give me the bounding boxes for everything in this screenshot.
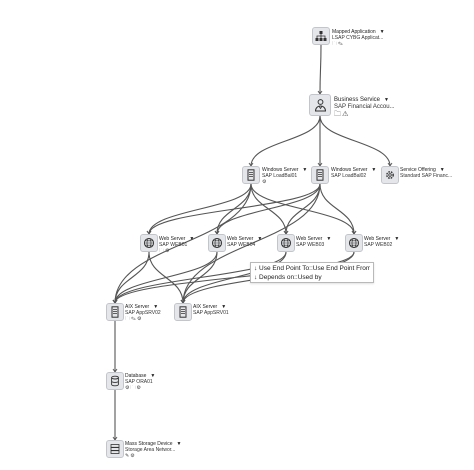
relationship-tooltip: ↓ Use End Point To::Use End Point From ↓…: [250, 262, 374, 283]
globe-icon: [345, 234, 363, 252]
node-type-label: AIX Server▼: [193, 304, 227, 310]
node-type-label: Mass Storage Device▼: [125, 441, 182, 447]
node-name-label: Standard SAP Financ...: [400, 173, 453, 179]
status-icons: ✎⚙: [125, 453, 136, 459]
person-service-icon: [309, 94, 331, 116]
status-icons: 🗀✎: [332, 41, 345, 47]
node-type-label: Database▼: [125, 373, 156, 379]
node-type-label: Windows Server▼: [331, 167, 377, 173]
edge-web3-to-aix2[interactable]: [114, 251, 287, 304]
node-name-label: SAP Financial Accou...: [334, 104, 395, 110]
tooltip-line-use-end-point: ↓ Use End Point To::Use End Point From: [254, 265, 370, 272]
edge-win2-to-aix1[interactable]: [182, 183, 321, 304]
storage-icon: [106, 440, 124, 458]
server-icon: [174, 303, 192, 321]
status-icons: 🗀⚙: [159, 248, 171, 254]
node-type-label: Business Service▼: [334, 97, 389, 103]
node-name-label: SAP AppSRV01: [193, 310, 229, 316]
edge-business_service-to-win1[interactable]: [250, 115, 321, 167]
node-name-label: Storage Area Networ...: [125, 447, 176, 453]
globe-icon: [208, 234, 226, 252]
node-name-label: SAP WEB02: [364, 242, 393, 248]
chevron-down-icon[interactable]: ▼: [189, 236, 195, 242]
edge-win2-to-web1[interactable]: [148, 183, 321, 235]
edge-web2-to-aix2[interactable]: [114, 251, 355, 304]
node-name-label: SAP WEB03: [296, 242, 325, 248]
node-name-label: SAP AppSRV02: [125, 310, 161, 316]
chevron-down-icon[interactable]: ▼: [257, 236, 263, 242]
globe-icon: [277, 234, 295, 252]
chevron-down-icon[interactable]: ▼: [326, 236, 332, 242]
chevron-down-icon[interactable]: ▼: [153, 304, 159, 310]
org-chart-icon: [312, 27, 330, 45]
node-type-label: Web Server▼: [296, 236, 332, 242]
edge-win1-to-web1[interactable]: [148, 183, 252, 235]
node-name-label: SAP ORA01: [125, 379, 153, 385]
node-type-label: Mapped Application▼: [332, 29, 385, 35]
chevron-down-icon[interactable]: ▼: [302, 167, 308, 173]
chevron-down-icon[interactable]: ▼: [221, 304, 227, 310]
server-icon: [311, 166, 329, 184]
node-name-label: LSAP CYBG Applicat...: [332, 35, 384, 41]
status-icons: 🗀⚠: [334, 111, 350, 118]
node-type-label: Web Server▼: [159, 236, 195, 242]
node-type-label: Web Server▼: [227, 236, 263, 242]
chevron-down-icon[interactable]: ▼: [379, 29, 385, 35]
edge-win2-to-web2[interactable]: [319, 183, 355, 235]
chevron-down-icon[interactable]: ▼: [176, 441, 182, 447]
server-icon: [242, 166, 260, 184]
database-icon: [106, 372, 124, 390]
edge-win1-to-aix2[interactable]: [114, 183, 252, 304]
node-name-label: SAP LoadBal01: [262, 173, 298, 179]
edge-web4-to-aix2[interactable]: [114, 251, 218, 304]
globe-icon: [140, 234, 158, 252]
chevron-down-icon[interactable]: ▼: [384, 97, 389, 103]
chevron-down-icon[interactable]: ▼: [150, 373, 156, 379]
server-icon: [106, 303, 124, 321]
gear-icon: [381, 166, 399, 184]
node-type-label: AIX Server▼: [125, 304, 159, 310]
status-icons: ⚙: [262, 179, 268, 185]
status-icons: 🗀✎⚙: [125, 316, 143, 322]
edge-win2-to-web4[interactable]: [216, 183, 321, 235]
node-type-label: Windows Server▼: [262, 167, 308, 173]
node-name-label: SAP WEB04: [227, 242, 256, 248]
chevron-down-icon[interactable]: ▼: [439, 167, 445, 173]
node-type-label: Web Server▼: [364, 236, 400, 242]
node-name-label: SAP WEB01: [159, 242, 188, 248]
node-name-label: SAP LoadBal02: [331, 173, 367, 179]
node-type-label: Service Offering▼: [400, 167, 445, 173]
edge-mapped_app-to-business_service[interactable]: [319, 44, 322, 95]
edge-business_service-to-svc_offering[interactable]: [319, 115, 391, 167]
status-icons: ⚙🗀⚙: [125, 385, 142, 391]
tooltip-line-depends-on: ↓ Depends on::Used by: [254, 274, 322, 281]
chevron-down-icon[interactable]: ▼: [371, 167, 377, 173]
chevron-down-icon[interactable]: ▼: [394, 236, 400, 242]
